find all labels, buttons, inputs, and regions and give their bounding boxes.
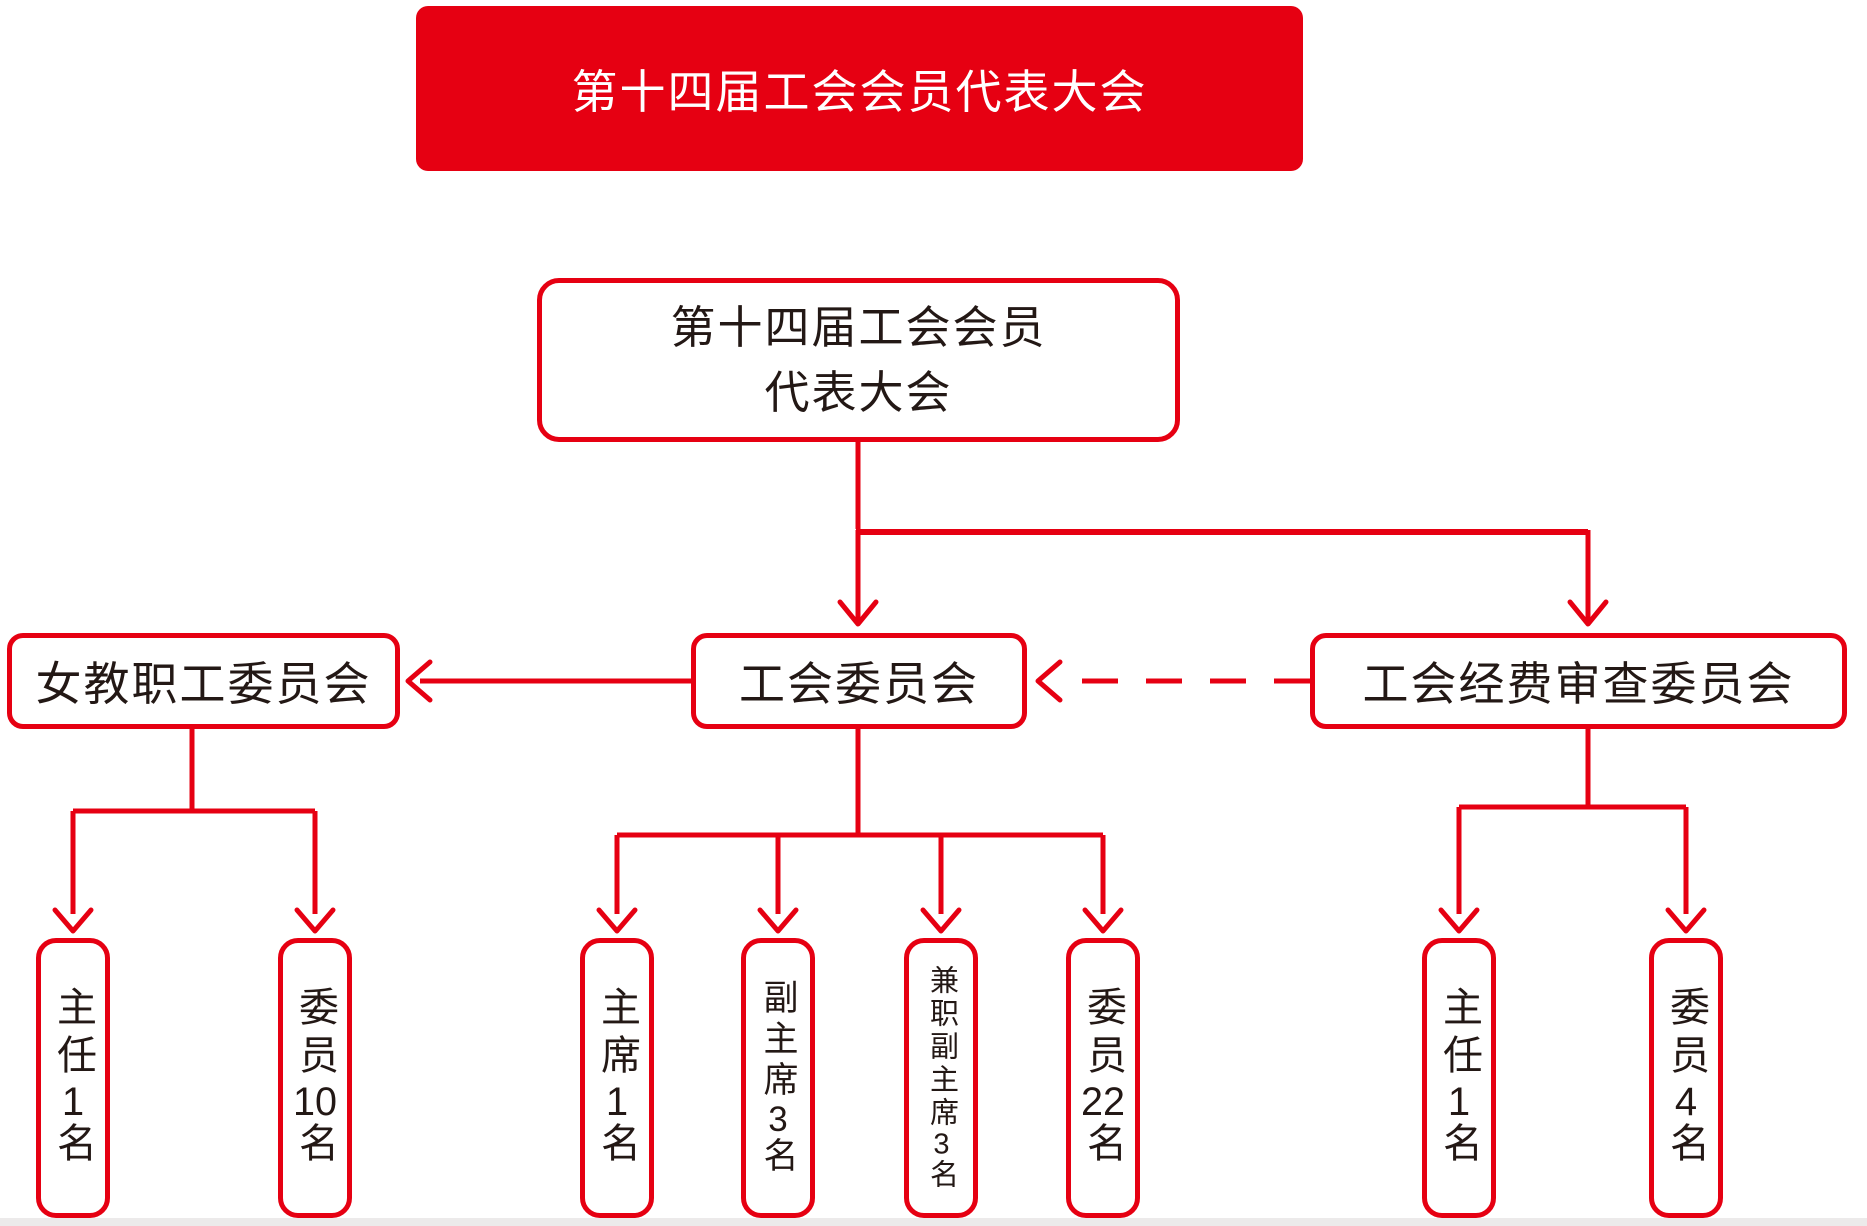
arrowhead-leaf7	[1438, 907, 1480, 934]
node-director-audit: 主任1名	[1422, 938, 1496, 1218]
node-congress-line1: 第十四届工会会员	[670, 301, 1047, 353]
node-congress-line2: 代表大会	[764, 367, 953, 418]
arrowhead-union	[837, 599, 879, 627]
node-vice-chairman-union: 副主席3名	[741, 938, 815, 1218]
node-congress: 第十四届工会会员 代表大会	[537, 278, 1180, 442]
node-members-union-label: 委员22名	[1081, 986, 1125, 1170]
node-women-committee-label: 女教职工委员会	[35, 658, 372, 710]
node-director-women: 主任1名	[36, 938, 110, 1218]
node-members-women-label: 委员10名	[293, 986, 337, 1170]
node-union-committee: 工会委员会	[691, 633, 1027, 729]
node-audit-committee: 工会经费审查委员会	[1310, 633, 1847, 729]
node-parttime-vice-chairman-union-label: 兼职副主席3名	[925, 964, 958, 1192]
node-members-audit: 委员4名	[1649, 938, 1723, 1218]
node-congress-label: 第十四届工会会员 代表大会	[670, 295, 1046, 426]
page-bottom-edge	[0, 1218, 1867, 1226]
node-members-union: 委员22名	[1066, 938, 1140, 1218]
arrowhead-leaf1	[52, 907, 94, 934]
arrowhead-leaf5	[920, 907, 962, 934]
node-members-women: 委员10名	[278, 938, 352, 1218]
node-members-audit-label: 委员4名	[1664, 986, 1708, 1170]
arrowhead-leaf8	[1665, 907, 1707, 934]
node-vice-chairman-union-label: 副主席3名	[758, 978, 798, 1178]
title-banner-text: 第十四届工会会员代表大会	[571, 65, 1148, 118]
node-director-audit-label: 主任1名	[1437, 986, 1481, 1170]
arrowhead-women	[405, 659, 433, 703]
arrowhead-audit	[1567, 599, 1609, 627]
title-banner: 第十四届工会会员代表大会	[416, 6, 1303, 171]
arrowhead-union-dashed	[1035, 659, 1063, 703]
node-parttime-vice-chairman-union: 兼职副主席3名	[904, 938, 978, 1218]
node-women-committee: 女教职工委员会	[7, 633, 400, 729]
node-director-women-label: 主任1名	[51, 986, 95, 1170]
arrowhead-leaf6	[1082, 907, 1124, 934]
arrowhead-leaf2	[294, 907, 336, 934]
node-union-committee-label: 工会委员会	[739, 658, 979, 710]
node-chairman-union-label: 主席1名	[595, 986, 639, 1170]
node-chairman-union: 主席1名	[580, 938, 654, 1218]
node-audit-committee-label: 工会经费审查委员会	[1362, 658, 1795, 710]
arrowhead-leaf3	[596, 907, 638, 934]
arrowhead-leaf4	[757, 907, 799, 934]
